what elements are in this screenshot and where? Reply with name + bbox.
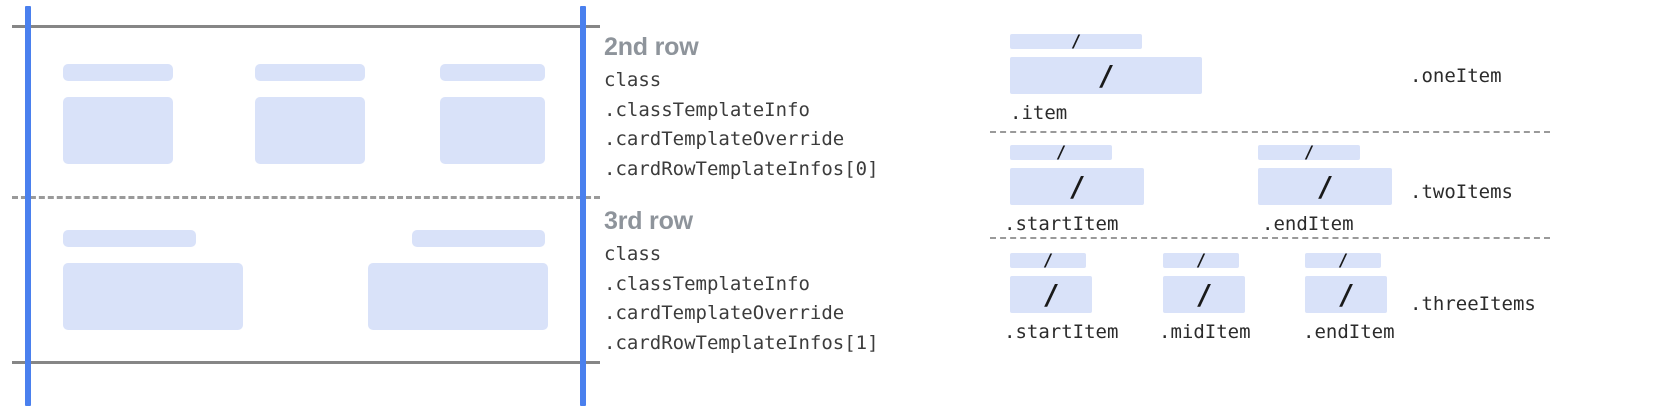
item-top-bar: / [1305, 253, 1381, 268]
row3-cell2-label-bar [412, 230, 545, 247]
description-3rd-row-code: class .classTemplateInfo .cardTemplateOv… [604, 243, 879, 354]
item-group-divider-2 [990, 237, 1550, 239]
item-body-box: / [1305, 276, 1387, 313]
right-edge-guide [580, 6, 586, 406]
item-top-bar: / [1163, 253, 1239, 268]
row2-cell2-label-bar [255, 64, 365, 81]
row2-cell1-label-bar [63, 64, 173, 81]
item-cell-label: .startItem [1004, 213, 1119, 235]
item-body-box: / [1010, 276, 1092, 313]
description-2nd-row-title: 2nd row [604, 33, 699, 61]
item-cell-label: .endItem [1303, 321, 1395, 343]
item-group-three: / / .startItem / / .midItem / / .endItem… [980, 237, 1540, 357]
item-top-bar: / [1010, 253, 1086, 268]
item-group-divider-1 [990, 131, 1550, 133]
item-group-one-label: .oneItem [1410, 65, 1502, 87]
item-top-bar: / [1010, 34, 1142, 49]
item-body-box: / [1010, 168, 1144, 205]
left-edge-guide [25, 6, 31, 406]
row-divider-dashed [12, 196, 600, 199]
item-cell-label: .item [1010, 102, 1068, 124]
row2-cell1-body [63, 97, 173, 164]
row3-cell2-body [368, 263, 548, 330]
row2-cell3-body [440, 97, 545, 164]
item-body-box: / [1010, 57, 1202, 94]
item-top-bar: / [1010, 145, 1112, 160]
item-body-box: / [1258, 168, 1392, 205]
row3-cell1-body [63, 263, 243, 330]
item-group-two: / / .startItem / / .endItem .twoItems [980, 131, 1540, 237]
item-group-three-label: .threeItems [1410, 293, 1536, 315]
top-rule [12, 25, 600, 28]
row3-cell1-label-bar [63, 230, 196, 247]
row2-cell2-body [255, 97, 365, 164]
item-cell-label: .midItem [1159, 321, 1251, 343]
description-2nd-row-code: class .classTemplateInfo .cardTemplateOv… [604, 69, 879, 180]
item-cell-label: .endItem [1262, 213, 1354, 235]
item-group-two-label: .twoItems [1410, 181, 1513, 203]
item-body-box: / [1163, 276, 1245, 313]
description-3rd-row: 3rd row class .classTemplateInfo .cardTe… [604, 206, 879, 358]
description-3rd-row-title: 3rd row [604, 207, 693, 235]
card-row-mock-panel [0, 0, 600, 412]
item-template-panel: / / .item .oneItem / / .startItem / / .e… [980, 0, 1676, 412]
bottom-rule [12, 361, 600, 364]
row2-cell3-label-bar [440, 64, 545, 81]
item-top-bar: / [1258, 145, 1360, 160]
item-group-one: / / .item .oneItem [980, 0, 1540, 131]
item-cell-label: .startItem [1004, 321, 1119, 343]
description-2nd-row: 2nd row class .classTemplateInfo .cardTe… [604, 32, 879, 184]
